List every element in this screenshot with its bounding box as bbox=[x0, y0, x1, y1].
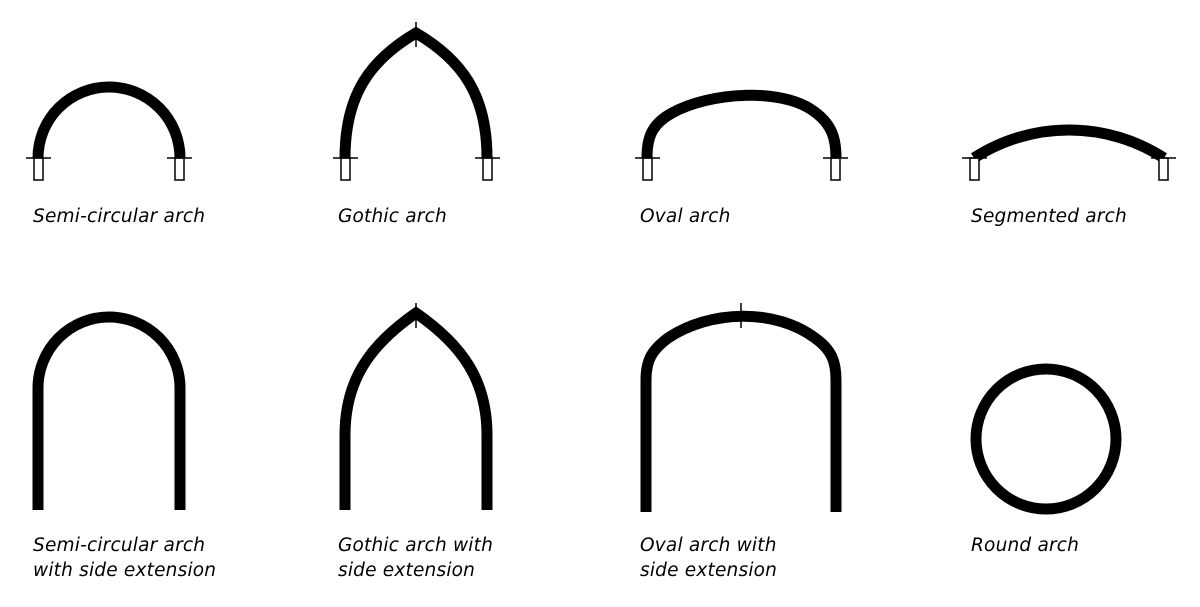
label-oval: Oval arch bbox=[640, 206, 731, 227]
label-semi-circular-extended: Semi-circular arch with side extension bbox=[33, 535, 217, 581]
springer-marks bbox=[26, 157, 1176, 181]
apex-marks bbox=[415, 22, 742, 328]
label-gothic-extended: Gothic arch with side extension bbox=[338, 535, 493, 581]
label-semi-circular: Semi-circular arch bbox=[33, 206, 206, 227]
round-arch-shape bbox=[970, 363, 1122, 515]
label-round: Round arch bbox=[971, 535, 1080, 556]
oval-extended-shape bbox=[640, 310, 842, 512]
semi-circular-arch-shape bbox=[32, 81, 186, 159]
gothic-arch-shape bbox=[339, 26, 493, 159]
semi-circular-extended-shape bbox=[32, 311, 186, 510]
gothic-extended-shape bbox=[339, 306, 493, 510]
oval-arch-shape bbox=[641, 89, 842, 159]
label-gothic: Gothic arch bbox=[338, 206, 447, 227]
label-oval-extended: Oval arch with side extension bbox=[640, 535, 778, 581]
segmented-arch-shape bbox=[971, 124, 1167, 163]
label-segmented: Segmented arch bbox=[971, 206, 1127, 227]
